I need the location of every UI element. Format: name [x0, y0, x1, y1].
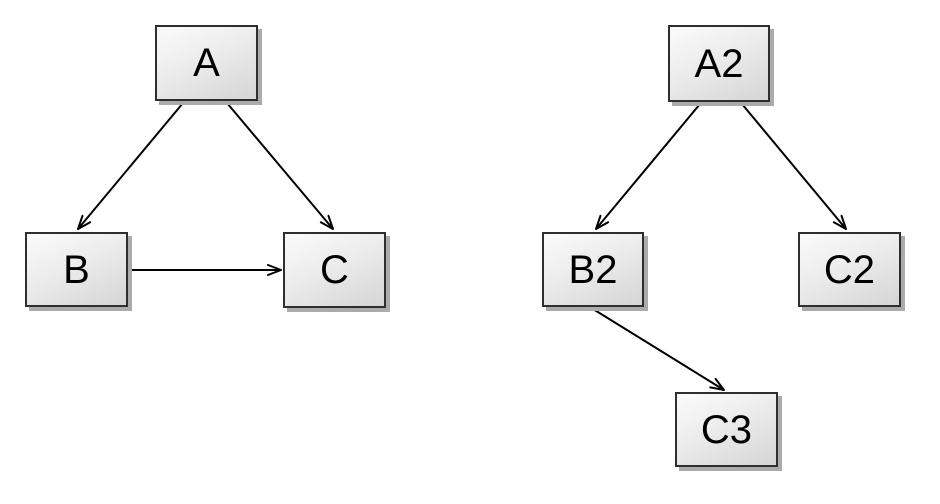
edge-A-B: [77, 102, 184, 230]
node-C2: C2: [798, 232, 901, 307]
node-B2: B2: [542, 232, 644, 307]
node-C3: C3: [675, 392, 778, 467]
node-B: B: [25, 232, 128, 307]
node-A2: A2: [668, 25, 770, 102]
edge-A2-C2: [741, 103, 847, 230]
edge-A2-B2: [595, 103, 701, 230]
edge-B2-C3: [592, 308, 725, 391]
node-A: A: [155, 25, 258, 101]
edge-A-C: [226, 102, 334, 230]
node-C: C: [283, 232, 386, 308]
